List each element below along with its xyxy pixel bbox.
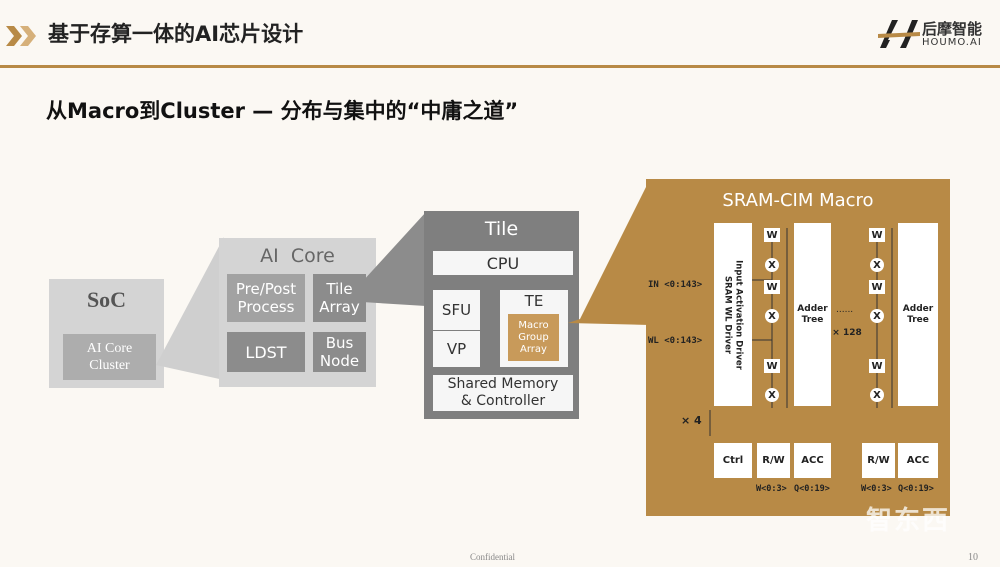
- zoom-wedge-ai-core: [362, 212, 426, 306]
- watermark: 智东西: [866, 506, 951, 536]
- weight-cell: W: [869, 228, 885, 242]
- column-dots: ......: [836, 305, 854, 315]
- multiplier-cell: X: [870, 258, 884, 272]
- header-divider: [0, 65, 1000, 68]
- ai-core-cluster-box: AI Core Cluster: [63, 334, 156, 380]
- page-title: 基于存算一体的AI芯片设计: [48, 22, 304, 46]
- adder-tree-box: Adder Tree: [794, 223, 831, 406]
- macro-group-array-box: Macro Group Array: [508, 314, 559, 361]
- te-label: TE: [524, 292, 544, 310]
- rw-block: R/W: [757, 443, 790, 478]
- bus-node-box: Bus Node: [313, 332, 366, 372]
- chevron-icon: [6, 26, 42, 50]
- input-driver-label: Input Activation Driver SRAM WL Driver: [722, 260, 744, 370]
- multiplier-cell: X: [870, 388, 884, 402]
- rw-block: R/W: [862, 443, 895, 478]
- column-repeat-label: × 128: [832, 328, 862, 338]
- shared-memory-box: Shared Memory & Controller: [433, 375, 573, 411]
- cpu-box: CPU: [433, 251, 573, 275]
- q-bus-label: Q<0:19>: [898, 484, 934, 494]
- sfu-box: SFU: [433, 290, 480, 330]
- ldst-box: LDST: [227, 332, 305, 372]
- weight-cell: W: [764, 359, 780, 373]
- tile-title: Tile: [484, 218, 519, 240]
- ai-core-title: AI Core: [260, 245, 335, 267]
- soc-title: SoC: [86, 287, 127, 312]
- wl-bus-label: WL <0:143>: [648, 336, 703, 346]
- row-repeat-label: × 4: [681, 414, 702, 427]
- page-number: 10: [968, 552, 978, 563]
- zoom-wedge-soc: [156, 237, 224, 380]
- logo-icon: [878, 18, 920, 54]
- logo-text: 后摩智能: [922, 20, 983, 38]
- slide-subtitle: 从Macro到Cluster — 分布与集中的“中庸之道”: [46, 99, 519, 123]
- acc-block: ACC: [898, 443, 938, 478]
- multiplier-cell: X: [765, 388, 779, 402]
- tile-array-box: Tile Array: [313, 274, 366, 322]
- header-bar: [0, 0, 1000, 66]
- row-bracket: [709, 410, 711, 436]
- in-bus-label: IN <0:143>: [648, 280, 703, 290]
- weight-cell: W: [764, 280, 780, 294]
- zoom-wedge-tile: [568, 179, 650, 325]
- w-bus-label: W<0:3>: [756, 484, 787, 494]
- weight-cell: W: [764, 228, 780, 242]
- pre-post-process-box: Pre/Post Process: [227, 274, 305, 322]
- q-bus-label: Q<0:19>: [794, 484, 830, 494]
- weight-cell: W: [869, 280, 885, 294]
- weight-cell: W: [869, 359, 885, 373]
- logo-subtitle: HOUMO.AI: [922, 37, 982, 48]
- multiplier-cell: X: [870, 309, 884, 323]
- ctrl-block: Ctrl: [714, 443, 752, 478]
- macro-title: SRAM-CIM Macro: [722, 189, 874, 211]
- adder-tree-box: Adder Tree: [898, 223, 938, 406]
- multiplier-cell: X: [765, 258, 779, 272]
- input-driver-box: [714, 223, 752, 406]
- multiplier-cell: X: [765, 309, 779, 323]
- acc-block: ACC: [794, 443, 831, 478]
- confidential-label: Confidential: [470, 552, 515, 562]
- vp-box: VP: [433, 331, 480, 367]
- w-bus-label: W<0:3>: [861, 484, 892, 494]
